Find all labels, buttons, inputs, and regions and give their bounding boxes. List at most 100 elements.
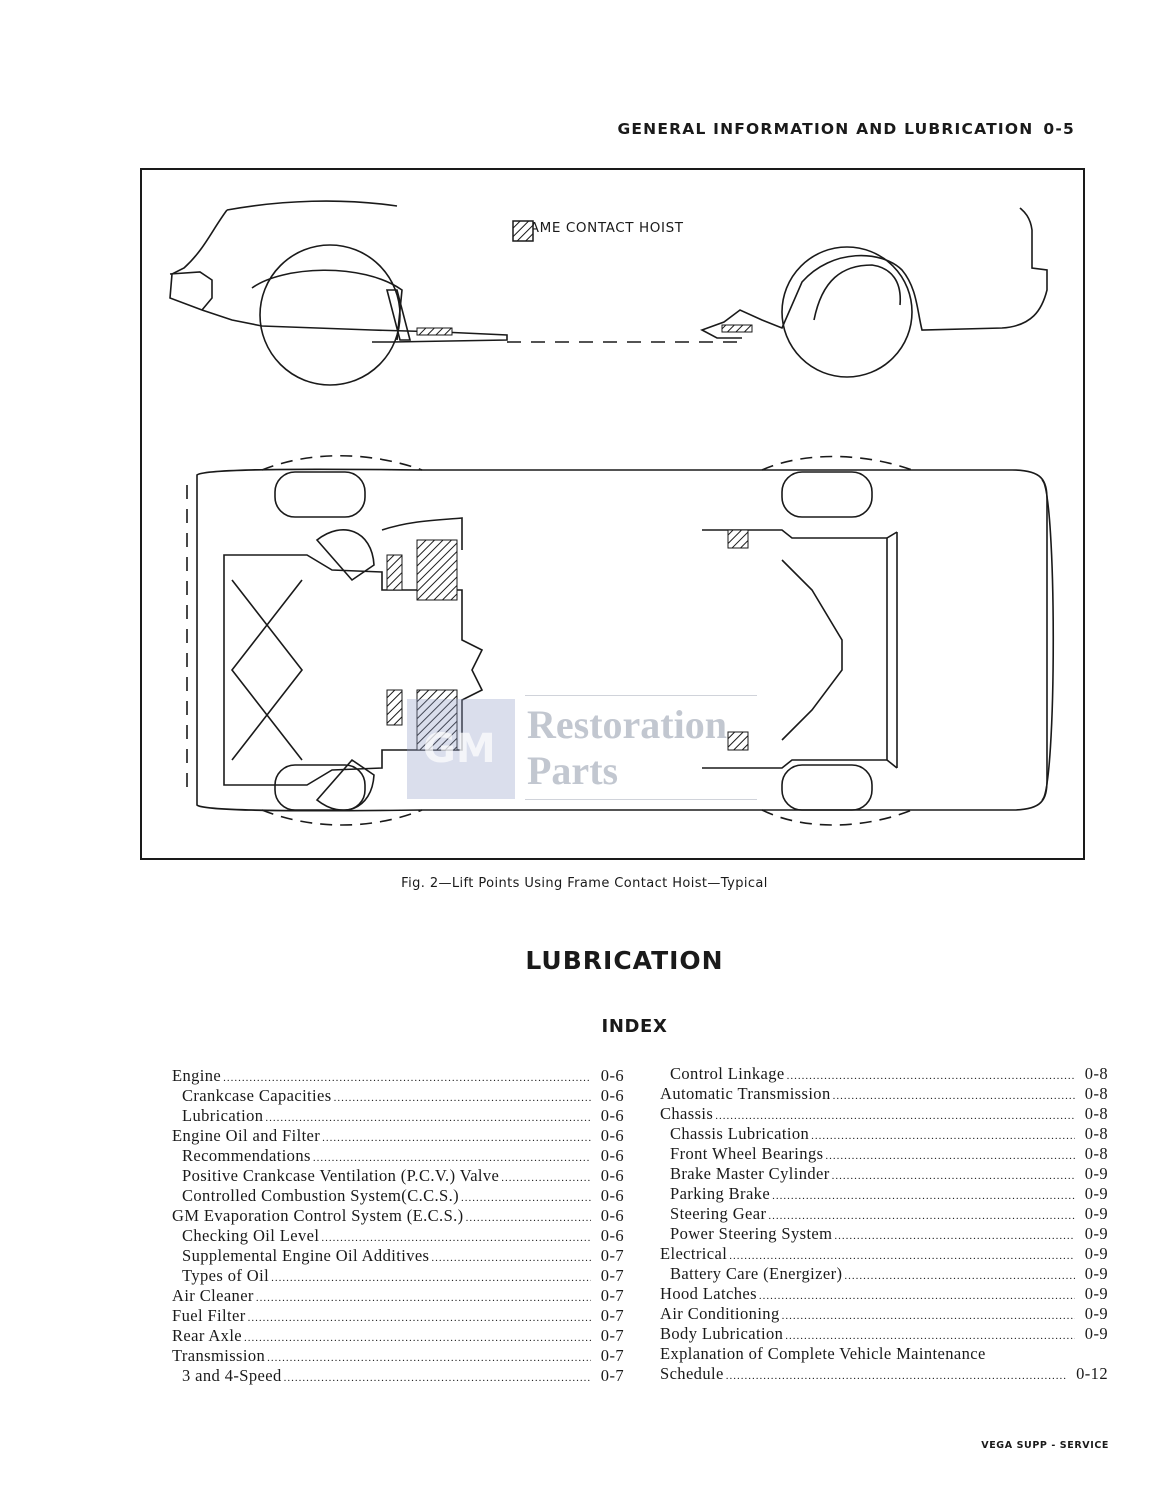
hatch-swatch-icon — [512, 220, 534, 242]
index-entry-label: Parking Brake — [660, 1184, 773, 1204]
leader-dots — [334, 1088, 591, 1108]
index-entry: Recommendations0-6 — [172, 1146, 624, 1166]
index-entry-label: Hood Latches — [660, 1284, 759, 1304]
index-entry-label: Chassis — [660, 1104, 716, 1124]
index-entry-page: 0-9 — [1084, 1284, 1108, 1303]
leader-dots — [834, 1226, 1074, 1246]
index-entry: Controlled Combustion System(C.C.S.)0-6 — [172, 1186, 624, 1206]
index-entry-page: 0-7 — [600, 1246, 624, 1265]
header-page-number: 0-5 — [1043, 120, 1075, 138]
index-entry: Automatic Transmission0-8 — [660, 1084, 1108, 1104]
index-entry: Hood Latches 0-9 — [660, 1284, 1108, 1304]
leader-dots — [759, 1286, 1075, 1306]
index-entry-label: Fuel Filter — [172, 1306, 248, 1326]
index-entry-page: 0-8 — [1084, 1064, 1108, 1083]
index-entry-label: Chassis Lubrication — [660, 1124, 812, 1144]
index-entry-page: 0-8 — [1084, 1084, 1108, 1103]
index-entry-label: Brake Master Cylinder — [660, 1164, 832, 1184]
index-entry-page: 0-9 — [1084, 1204, 1108, 1223]
index-entry-label: Front Wheel Bearings — [660, 1144, 826, 1164]
index-entry: Engine0-6 — [172, 1066, 624, 1086]
leader-dots — [772, 1186, 1075, 1206]
side-rear-wheel — [781, 246, 913, 378]
leader-dots — [321, 1228, 590, 1248]
top-front-right-wheel — [274, 764, 366, 811]
index-entry-label: Rear Axle — [172, 1326, 245, 1346]
index-entry: Air Cleaner0-7 — [172, 1286, 624, 1306]
leader-dots — [223, 1068, 591, 1088]
lift-point-rear-left — [727, 529, 749, 549]
leader-dots — [785, 1326, 1075, 1346]
leader-dots — [832, 1166, 1075, 1186]
index-entry: Checking Oil Level0-6 — [172, 1226, 624, 1246]
index-entry-label: Crankcase Capacities — [172, 1086, 334, 1106]
lift-points-figure: FRAME CONTACT HOIST GM Restoration Parts — [140, 168, 1085, 860]
watermark-logo: GM — [407, 699, 515, 799]
index-entry-label: 3 and 4-Speed — [172, 1366, 284, 1386]
index-entry: Crankcase Capacities0-6 — [172, 1086, 624, 1106]
index-entry-page: 0-6 — [600, 1206, 624, 1225]
leader-dots — [271, 1268, 591, 1288]
index-entry-label: Transmission — [172, 1346, 268, 1366]
index-entry-label: Types of Oil — [172, 1266, 272, 1286]
index-entry: Parking Brake 0-9 — [660, 1184, 1108, 1204]
index-entry: Chassis Lubrication0-8 — [660, 1124, 1108, 1144]
index-entry: Control Linkage 0-8 — [660, 1064, 1108, 1084]
index-entry-label: Electrical — [660, 1244, 730, 1264]
vehicle-diagram — [169, 200, 1055, 826]
index-entry-page: 0-7 — [600, 1326, 624, 1345]
leader-dots — [461, 1188, 591, 1208]
watermark-line-2: Parts — [527, 748, 619, 793]
index-entry-page: 0-7 — [600, 1306, 624, 1325]
leader-dots — [265, 1108, 590, 1128]
index-entry: Air Conditioning0-9 — [660, 1304, 1108, 1324]
index-entry-label: Lubrication — [172, 1106, 266, 1126]
index-entry-page: 0-8 — [1084, 1104, 1108, 1123]
index-entry-label: Positive Crankcase Ventilation (P.C.V.) … — [172, 1166, 502, 1186]
leader-dots — [844, 1266, 1074, 1286]
index-entry-label: Body Lubrication — [660, 1324, 786, 1344]
index-entry-page: 0-9 — [1084, 1324, 1108, 1343]
index-entry-page: 0-9 — [1084, 1304, 1108, 1323]
page-footer: VEGA SUPP - SERVICE — [981, 1440, 1109, 1451]
index-entry-page: 0-9 — [1084, 1164, 1108, 1183]
index-entry-label: Air Cleaner — [172, 1286, 256, 1306]
leader-dots — [833, 1086, 1075, 1106]
index-entry-label: Battery Care (Energizer) — [660, 1264, 845, 1284]
index-entry-page: 0-8 — [1084, 1144, 1108, 1163]
rear-frame — [702, 529, 888, 769]
index-title: INDEX — [601, 1016, 668, 1037]
index-entry-label: Controlled Combustion System(C.C.S.) — [172, 1186, 462, 1206]
leader-dots — [256, 1288, 591, 1308]
side-front-wheel — [259, 244, 401, 386]
index-entry-label: Checking Oil Level — [172, 1226, 322, 1246]
leader-dots — [787, 1066, 1075, 1086]
index-entry-page: 0-9 — [1084, 1184, 1108, 1203]
index-entry-label-continued: Schedule — [660, 1364, 726, 1384]
index-entry-page: 0-7 — [600, 1266, 624, 1285]
index-entry: Supplemental Engine Oil Additives 0-7 — [172, 1246, 624, 1266]
front-frame — [223, 554, 484, 786]
index-entry: Battery Care (Energizer)0-9 — [660, 1264, 1108, 1284]
index-entry-label: Supplemental Engine Oil Additives — [172, 1246, 432, 1266]
leader-dots — [782, 1306, 1075, 1326]
lift-point-front-right — [416, 689, 458, 751]
index-entry-page: 0-6 — [600, 1166, 624, 1185]
top-rear-left-wheel — [781, 471, 873, 518]
leader-dots — [715, 1106, 1075, 1126]
lift-point-front-left — [416, 539, 458, 601]
leader-dots — [825, 1146, 1074, 1166]
index-entry-page: 0-7 — [600, 1366, 624, 1385]
index-entry: GM Evaporation Control System (E.C.S.)0-… — [172, 1206, 624, 1226]
legend-label: FRAME CONTACT HOIST — [512, 220, 684, 236]
top-rear-right-wheel — [781, 764, 873, 811]
index-entry: Engine Oil and Filter0-6 — [172, 1126, 624, 1146]
figure-legend: FRAME CONTACT HOIST — [512, 220, 684, 242]
watermark-line-1: Restoration — [527, 702, 727, 747]
index-entry-label: Control Linkage — [660, 1064, 787, 1084]
leader-dots — [431, 1248, 590, 1268]
index-entry-page: 0-6 — [600, 1106, 624, 1125]
